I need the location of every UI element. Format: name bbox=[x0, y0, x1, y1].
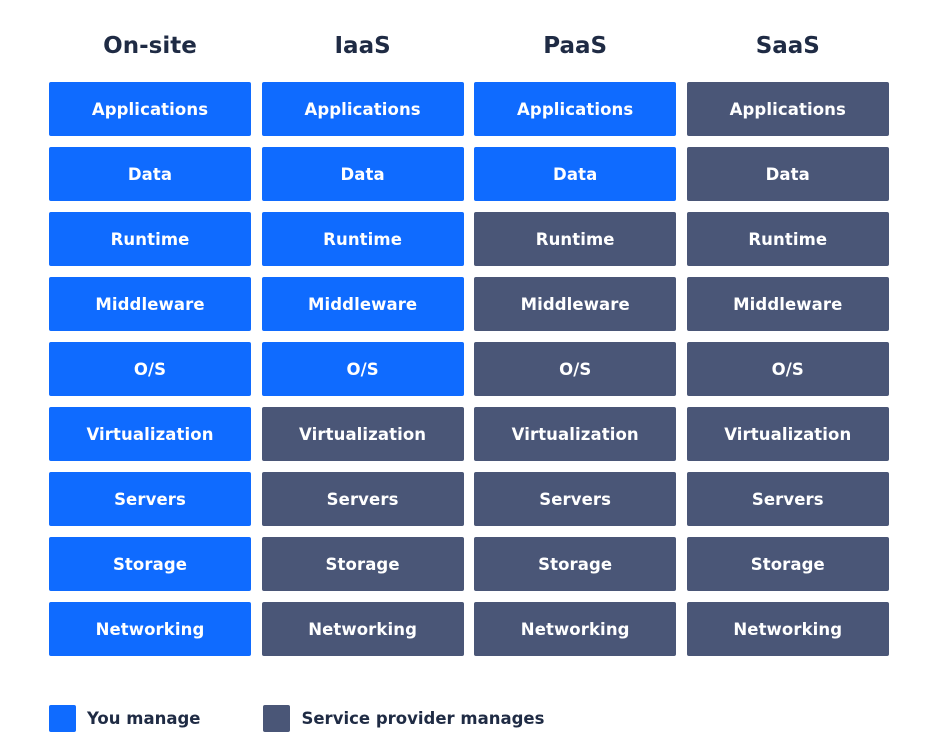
cell-on-site-data: Data bbox=[49, 147, 251, 201]
cell-iaas-data: Data bbox=[261, 147, 464, 201]
column-headers: On-site IaaS PaaS SaaS bbox=[49, 26, 889, 66]
cell-paas-networking: Networking bbox=[474, 602, 677, 656]
cell-saas-servers: Servers bbox=[686, 472, 889, 526]
cell-saas-data: Data bbox=[686, 147, 889, 201]
legend-swatch-provider-manages bbox=[263, 705, 291, 732]
cell-iaas-applications: Applications bbox=[261, 82, 464, 136]
column-title-saas: SaaS bbox=[755, 33, 820, 59]
cell-on-site-applications: Applications bbox=[49, 82, 251, 136]
cell-on-site-networking: Networking bbox=[49, 602, 251, 656]
cell-saas-virtualization: Virtualization bbox=[686, 407, 889, 461]
cell-iaas-o-s: O/S bbox=[261, 342, 464, 396]
cell-on-site-virtualization: Virtualization bbox=[49, 407, 251, 461]
legend-label-provider-manages: Service provider manages bbox=[301, 709, 545, 728]
legend-label-you-manage: You manage bbox=[87, 709, 201, 728]
cell-paas-middleware: Middleware bbox=[474, 277, 677, 331]
cell-saas-runtime: Runtime bbox=[686, 212, 889, 266]
cell-iaas-middleware: Middleware bbox=[261, 277, 464, 331]
cell-iaas-networking: Networking bbox=[261, 602, 464, 656]
legend-item-provider-manages: Service provider manages bbox=[263, 705, 544, 732]
cell-on-site-storage: Storage bbox=[49, 537, 251, 591]
cell-saas-middleware: Middleware bbox=[686, 277, 889, 331]
cell-iaas-storage: Storage bbox=[261, 537, 464, 591]
cell-paas-virtualization: Virtualization bbox=[474, 407, 677, 461]
cell-on-site-o-s: O/S bbox=[49, 342, 251, 396]
legend-item-you-manage: You manage bbox=[49, 705, 200, 732]
cell-saas-applications: Applications bbox=[686, 82, 889, 136]
column-title-on-site: On-site bbox=[103, 33, 197, 59]
cell-saas-o-s: O/S bbox=[686, 342, 889, 396]
legend-swatch-you-manage bbox=[49, 705, 76, 732]
cell-paas-runtime: Runtime bbox=[474, 212, 677, 266]
cell-on-site-middleware: Middleware bbox=[49, 277, 251, 331]
cell-on-site-servers: Servers bbox=[49, 472, 251, 526]
cell-saas-storage: Storage bbox=[686, 537, 889, 591]
legend: You manage Service provider manages bbox=[49, 705, 544, 732]
cell-on-site-runtime: Runtime bbox=[49, 212, 251, 266]
cell-saas-networking: Networking bbox=[686, 602, 889, 656]
cell-paas-o-s: O/S bbox=[474, 342, 677, 396]
cell-iaas-runtime: Runtime bbox=[261, 212, 464, 266]
column-title-paas: PaaS bbox=[543, 33, 608, 59]
cell-paas-applications: Applications bbox=[474, 82, 677, 136]
cell-paas-servers: Servers bbox=[474, 472, 677, 526]
cell-paas-data: Data bbox=[474, 147, 677, 201]
column-title-iaas: IaaS bbox=[334, 33, 391, 59]
cell-iaas-servers: Servers bbox=[261, 472, 464, 526]
cell-paas-storage: Storage bbox=[474, 537, 677, 591]
cell-iaas-virtualization: Virtualization bbox=[261, 407, 464, 461]
